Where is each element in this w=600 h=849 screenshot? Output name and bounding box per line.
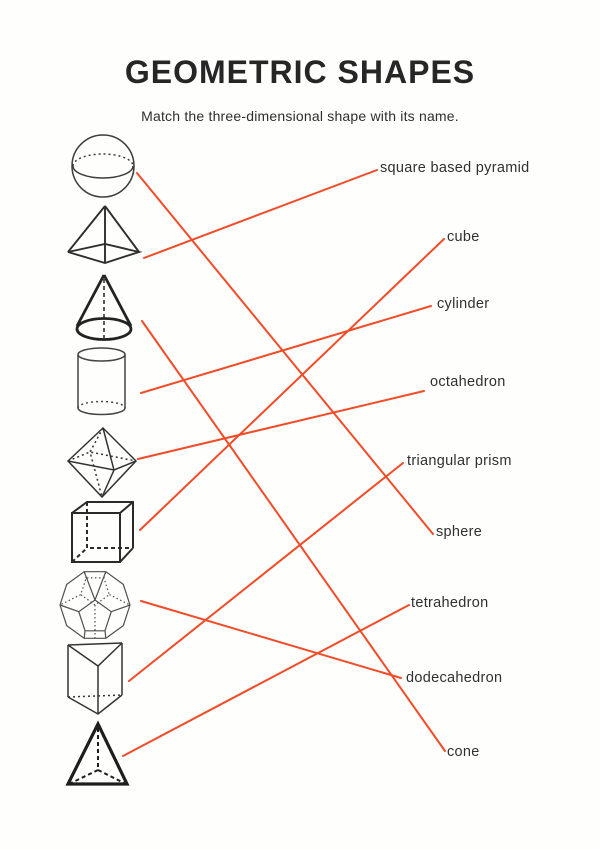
cube-figure xyxy=(71,501,134,563)
match-line-sphere xyxy=(136,172,434,535)
match-line-triangular-prism xyxy=(128,462,404,682)
match-line-cube xyxy=(139,238,445,531)
label-cube: cube xyxy=(447,229,480,245)
match-line-square-based-pyramid xyxy=(143,169,378,259)
label-sphere: sphere xyxy=(436,524,483,540)
dodecahedron-figure xyxy=(59,571,131,639)
label-square-based-pyramid: square based pyramid xyxy=(380,160,530,176)
match-line-dodecahedron xyxy=(140,600,402,679)
cylinder-figure xyxy=(77,347,126,416)
triangular-prism-figure xyxy=(67,642,123,715)
square-based-pyramid-figure xyxy=(67,205,143,264)
page-subtitle: Match the three-dimensional shape with i… xyxy=(141,108,459,124)
tetrahedron-figure xyxy=(65,720,130,786)
match-line-cone xyxy=(141,320,446,752)
label-octahedron: octahedron xyxy=(430,374,506,390)
label-triangular-prism: triangular prism xyxy=(407,453,512,469)
cone-figure xyxy=(75,274,133,341)
page-title: GEOMETRIC SHAPES xyxy=(124,54,476,90)
label-cylinder: cylinder xyxy=(437,296,490,312)
label-cone: cone xyxy=(447,744,480,760)
match-line-octahedron xyxy=(137,390,425,460)
answer-lines-group xyxy=(122,169,446,757)
match-line-cylinder xyxy=(140,305,432,394)
label-tetrahedron: tetrahedron xyxy=(411,595,489,611)
octahedron-figure xyxy=(66,426,138,499)
sphere-figure xyxy=(71,134,135,198)
label-dodecahedron: dodecahedron xyxy=(406,670,503,686)
match-line-tetrahedron xyxy=(122,604,410,757)
